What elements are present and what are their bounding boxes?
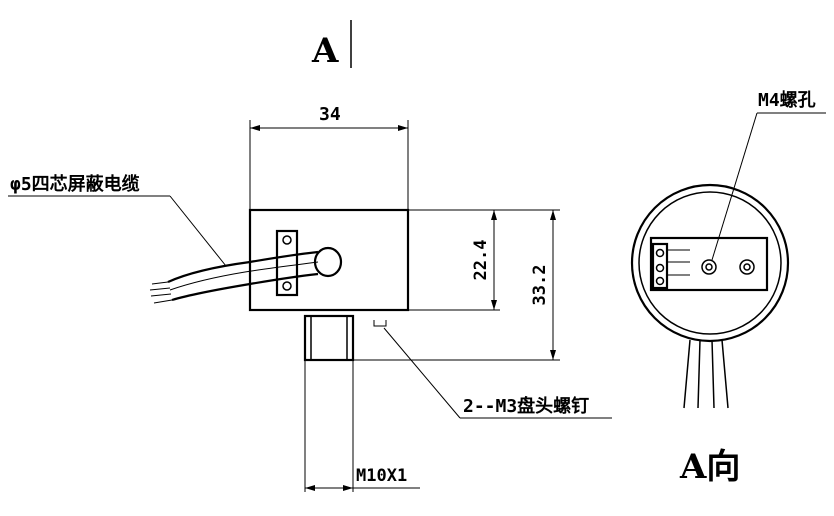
- cable-note: φ5四芯屏蔽电缆: [8, 173, 227, 267]
- view-marker: A: [311, 20, 352, 71]
- screw-note-label: 2--M3盘头螺钉: [463, 395, 589, 417]
- cable-gland: [313, 246, 343, 278]
- screw-marker: [373, 320, 387, 327]
- shielded-cable: [149, 250, 319, 304]
- height-dimensions: 22.4 33.2: [353, 209, 560, 361]
- second-hole: [739, 259, 755, 275]
- clamp-screw-top: [282, 235, 292, 245]
- width-dimension-label: 34: [319, 104, 341, 125]
- inner-arrow-top: [491, 210, 497, 220]
- second-hole-inner: [743, 263, 751, 271]
- view-marker-label: A: [311, 31, 339, 71]
- outer-arrow-top: [550, 210, 556, 220]
- hole-note-leader: [711, 112, 758, 261]
- outer-circle: [630, 183, 790, 343]
- a-direction-view: [630, 183, 790, 409]
- side-clamp-screw-bottom: [655, 276, 665, 286]
- m4-hole-inner: [705, 263, 713, 271]
- inner-height-label: 22.4: [471, 240, 491, 281]
- hole-note-label: M4螺孔: [758, 90, 816, 111]
- cable-lower-edge: [171, 272, 319, 302]
- threaded-stud: [303, 309, 355, 362]
- body-outline: [248, 208, 410, 312]
- mounting-plate: [649, 236, 769, 292]
- outer-height-label: 33.2: [530, 265, 550, 306]
- sensor-body: [248, 208, 410, 312]
- cable-shield-line: [169, 261, 319, 291]
- hole-note: M4螺孔: [711, 90, 826, 261]
- outer-arrow-bottom: [550, 350, 556, 360]
- cable-note-label: φ5四芯屏蔽电缆: [10, 173, 140, 195]
- clamp-screw-bottom: [282, 281, 292, 291]
- thread-arrow-left: [305, 485, 315, 491]
- screw-note-leader: [383, 327, 461, 419]
- thread-arrow-right: [343, 485, 353, 491]
- m4-hole: [701, 259, 717, 275]
- arrow-right: [398, 125, 408, 131]
- width-dimension: 34: [249, 104, 409, 210]
- thread-dimension-label: M10X1: [356, 466, 407, 486]
- arrow-left: [250, 125, 260, 131]
- a-direction-title: A向: [679, 447, 740, 487]
- cable-note-leader: [169, 195, 227, 267]
- clamp-plate: [275, 229, 299, 297]
- side-clamp: [651, 242, 669, 290]
- side-clamp-screw-mid: [655, 263, 665, 273]
- view-cable: [683, 339, 729, 409]
- stud-outline: [303, 314, 355, 362]
- screw-note: 2--M3盘头螺钉: [373, 320, 612, 419]
- inner-circle: [638, 191, 782, 335]
- side-clamp-screw-top: [655, 248, 665, 258]
- inner-arrow-bottom: [491, 300, 497, 310]
- cable-cores: [149, 281, 173, 304]
- thread-dimension: M10X1: [304, 360, 420, 492]
- cable-upper-edge: [167, 250, 319, 284]
